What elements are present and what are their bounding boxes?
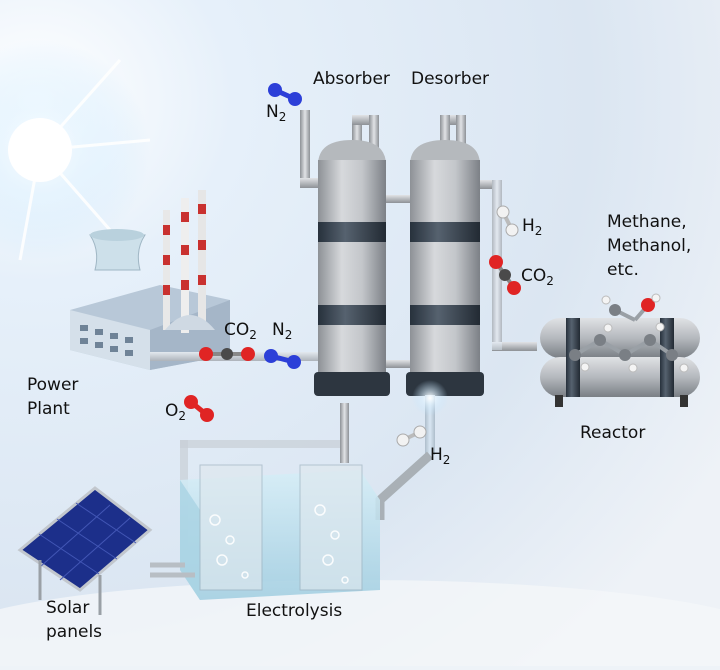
- solar-panel: [17, 486, 195, 615]
- solar-panels-line-1: Solar: [46, 598, 90, 618]
- n2-plant-label: N2: [272, 320, 293, 342]
- desorber-label: Desorber: [411, 69, 490, 89]
- molecule-h2-electrolysis: [396, 425, 427, 447]
- molecule-co2-plant: [199, 347, 255, 361]
- reactor-label: Reactor: [580, 423, 646, 443]
- reactor-vessel: [540, 293, 700, 407]
- products-line-1: Methane,: [607, 212, 687, 232]
- solar-panels-line-2: panels: [46, 622, 103, 642]
- products-line-3: etc.: [607, 260, 639, 280]
- sun-icon: [0, 40, 151, 261]
- absorber-column: [300, 110, 390, 396]
- products-label: Methane, Methanol, etc.: [607, 210, 717, 282]
- power-plant-line-1: Power: [27, 375, 79, 395]
- solar-panels-label: Solar panels: [46, 596, 126, 644]
- n2-top-label: N2: [266, 102, 287, 124]
- h2-reactor-label: H2: [522, 216, 543, 238]
- power-plant-illustration: [70, 190, 230, 370]
- molecule-o2: [184, 395, 214, 422]
- electrolysis-tank: [180, 403, 380, 600]
- plant-flue-pipe: [150, 352, 320, 361]
- molecule-h2-reactor: [496, 205, 519, 237]
- molecule-n2-plant: [264, 349, 301, 369]
- o2-label: O2: [165, 401, 187, 423]
- molecule-co2-reactor: [489, 255, 521, 295]
- co2-plant-label: CO2: [224, 320, 257, 342]
- absorber-label: Absorber: [313, 69, 390, 89]
- h2-electrolysis-label: H2: [430, 445, 451, 467]
- co2-reactor-label: CO2: [521, 266, 554, 288]
- products-line-2: Methanol,: [607, 236, 692, 256]
- electrolysis-label: Electrolysis: [246, 601, 343, 621]
- power-plant-line-2: Plant: [27, 399, 70, 419]
- power-plant-label: Power Plant: [27, 373, 107, 421]
- molecule-n2-top: [268, 83, 302, 106]
